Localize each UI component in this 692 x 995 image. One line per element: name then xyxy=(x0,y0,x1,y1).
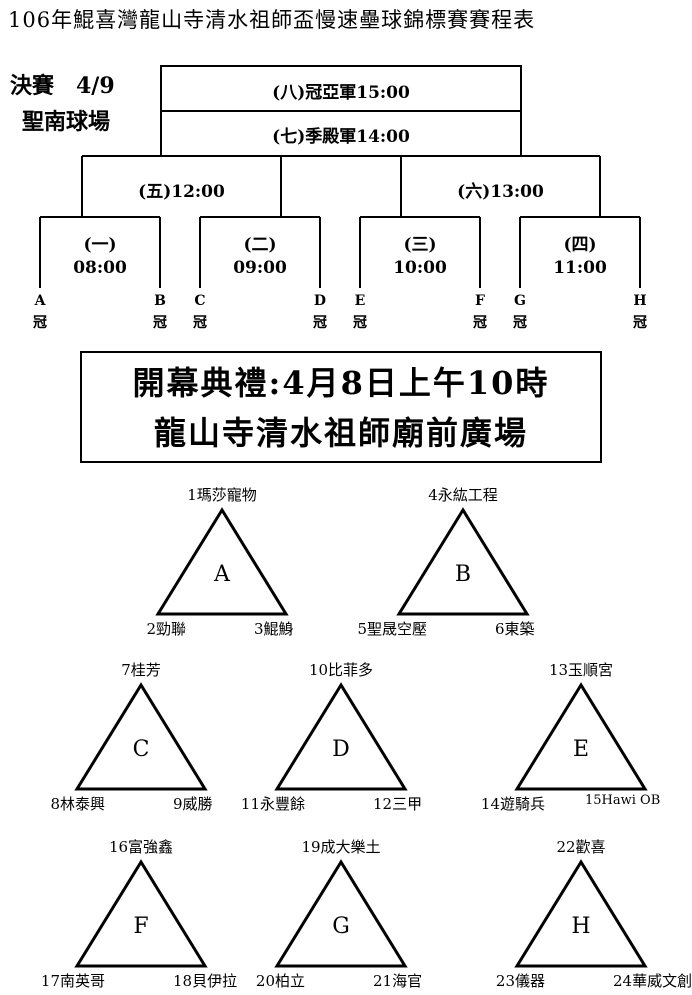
team-left: 2勁聯 xyxy=(146,620,186,638)
opening-ceremony-box: 開幕典禮:4月8日上午10時 龍山寺清水祖師廟前廣場 xyxy=(80,351,602,463)
seed-letter: B xyxy=(154,293,166,309)
team-right: 6東築 xyxy=(495,620,535,638)
team-right: 15Hawi OB xyxy=(585,793,661,808)
team-left: 11永豐餘 xyxy=(240,795,305,813)
team-top: 10比菲多 xyxy=(308,661,374,679)
quarter-4-time: 11:00 xyxy=(553,258,607,278)
final-game-label: (八)冠亞軍15:00 xyxy=(272,83,410,103)
team-right: 12三甲 xyxy=(373,795,423,813)
group-letter: F xyxy=(133,914,149,939)
seed-mark: 冠 xyxy=(313,315,327,331)
quarter-2-number: (二) xyxy=(243,235,277,255)
team-top: 13玉順宮 xyxy=(548,661,614,679)
group-triangle-c xyxy=(74,682,208,791)
page-title: 106年鯤喜灣龍山寺清水祖師盃慢速壘球錦標賽賽程表 xyxy=(8,8,536,32)
team-left: 8林泰興 xyxy=(50,795,105,813)
venue-label: 聖南球場 xyxy=(22,109,111,135)
semifinal-left-label: (五)12:00 xyxy=(138,182,225,202)
quarter-4-number: (四) xyxy=(563,235,597,255)
seed-mark: 冠 xyxy=(193,315,207,331)
seed-letter: H xyxy=(633,293,647,309)
team-right: 24華威文創 xyxy=(613,972,692,990)
seed-mark: 冠 xyxy=(473,315,487,331)
semifinal-right-label: (六)13:00 xyxy=(457,182,544,202)
quarter-1-number: (一) xyxy=(83,235,117,255)
seed-letter: C xyxy=(194,293,206,309)
group-triangle-e xyxy=(514,682,648,791)
seed-mark: 冠 xyxy=(33,315,47,331)
group-triangle-h xyxy=(514,859,648,968)
group-triangle-f xyxy=(74,859,208,968)
ceremony-time: 開幕典禮:4月8日上午10時 xyxy=(132,364,550,402)
group-triangle-b xyxy=(396,507,530,616)
team-right: 3鯤鯓 xyxy=(254,620,294,638)
team-left: 20柏立 xyxy=(255,972,305,990)
team-left: 23儀器 xyxy=(495,972,545,990)
team-left: 17南英哥 xyxy=(40,972,105,990)
ceremony-location: 龍山寺清水祖師廟前廣場 xyxy=(153,414,528,452)
group-triangle-d xyxy=(274,682,408,791)
group-letter: H xyxy=(571,914,591,939)
group-triangle-g xyxy=(274,859,408,968)
seed-letter: F xyxy=(475,293,485,309)
quarter-3-time: 10:00 xyxy=(393,258,447,278)
quarter-2-time: 09:00 xyxy=(233,258,287,278)
seed-mark: 冠 xyxy=(153,315,167,331)
group-letter: G xyxy=(332,914,350,939)
team-top: 1瑪莎寵物 xyxy=(187,486,257,504)
team-top: 19成大樂土 xyxy=(301,838,381,856)
seed-mark: 冠 xyxy=(353,315,367,331)
group-letter: E xyxy=(572,737,590,762)
team-right: 18貝伊拉 xyxy=(173,972,238,990)
quarter-1-time: 08:00 xyxy=(73,258,127,278)
team-right: 21海官 xyxy=(373,972,423,990)
quarter-3-number: (三) xyxy=(403,235,437,255)
seed-letter: G xyxy=(514,293,526,309)
group-letter: D xyxy=(332,737,350,762)
team-top: 22歡喜 xyxy=(556,838,606,856)
final-date-label: 決賽 4/9 xyxy=(10,73,115,99)
seed-mark: 冠 xyxy=(513,315,527,331)
seed-letter: D xyxy=(313,293,327,309)
team-top: 16富強鑫 xyxy=(108,838,174,856)
group-triangle-a xyxy=(155,507,289,616)
team-right: 9威勝 xyxy=(173,795,213,813)
seed-mark: 冠 xyxy=(633,315,647,331)
team-top: 7桂芳 xyxy=(121,661,161,679)
team-top: 4永紘工程 xyxy=(428,486,498,504)
seed-letter: E xyxy=(354,293,366,309)
team-left: 14遊騎兵 xyxy=(480,795,545,813)
team-left: 5聖晟空壓 xyxy=(357,620,427,638)
group-letter: A xyxy=(214,562,230,587)
group-letter: C xyxy=(132,737,150,762)
group-letter: B xyxy=(454,562,472,587)
third-place-game-label: (七)季殿軍14:00 xyxy=(272,127,410,147)
seed-letter: A xyxy=(34,293,46,309)
